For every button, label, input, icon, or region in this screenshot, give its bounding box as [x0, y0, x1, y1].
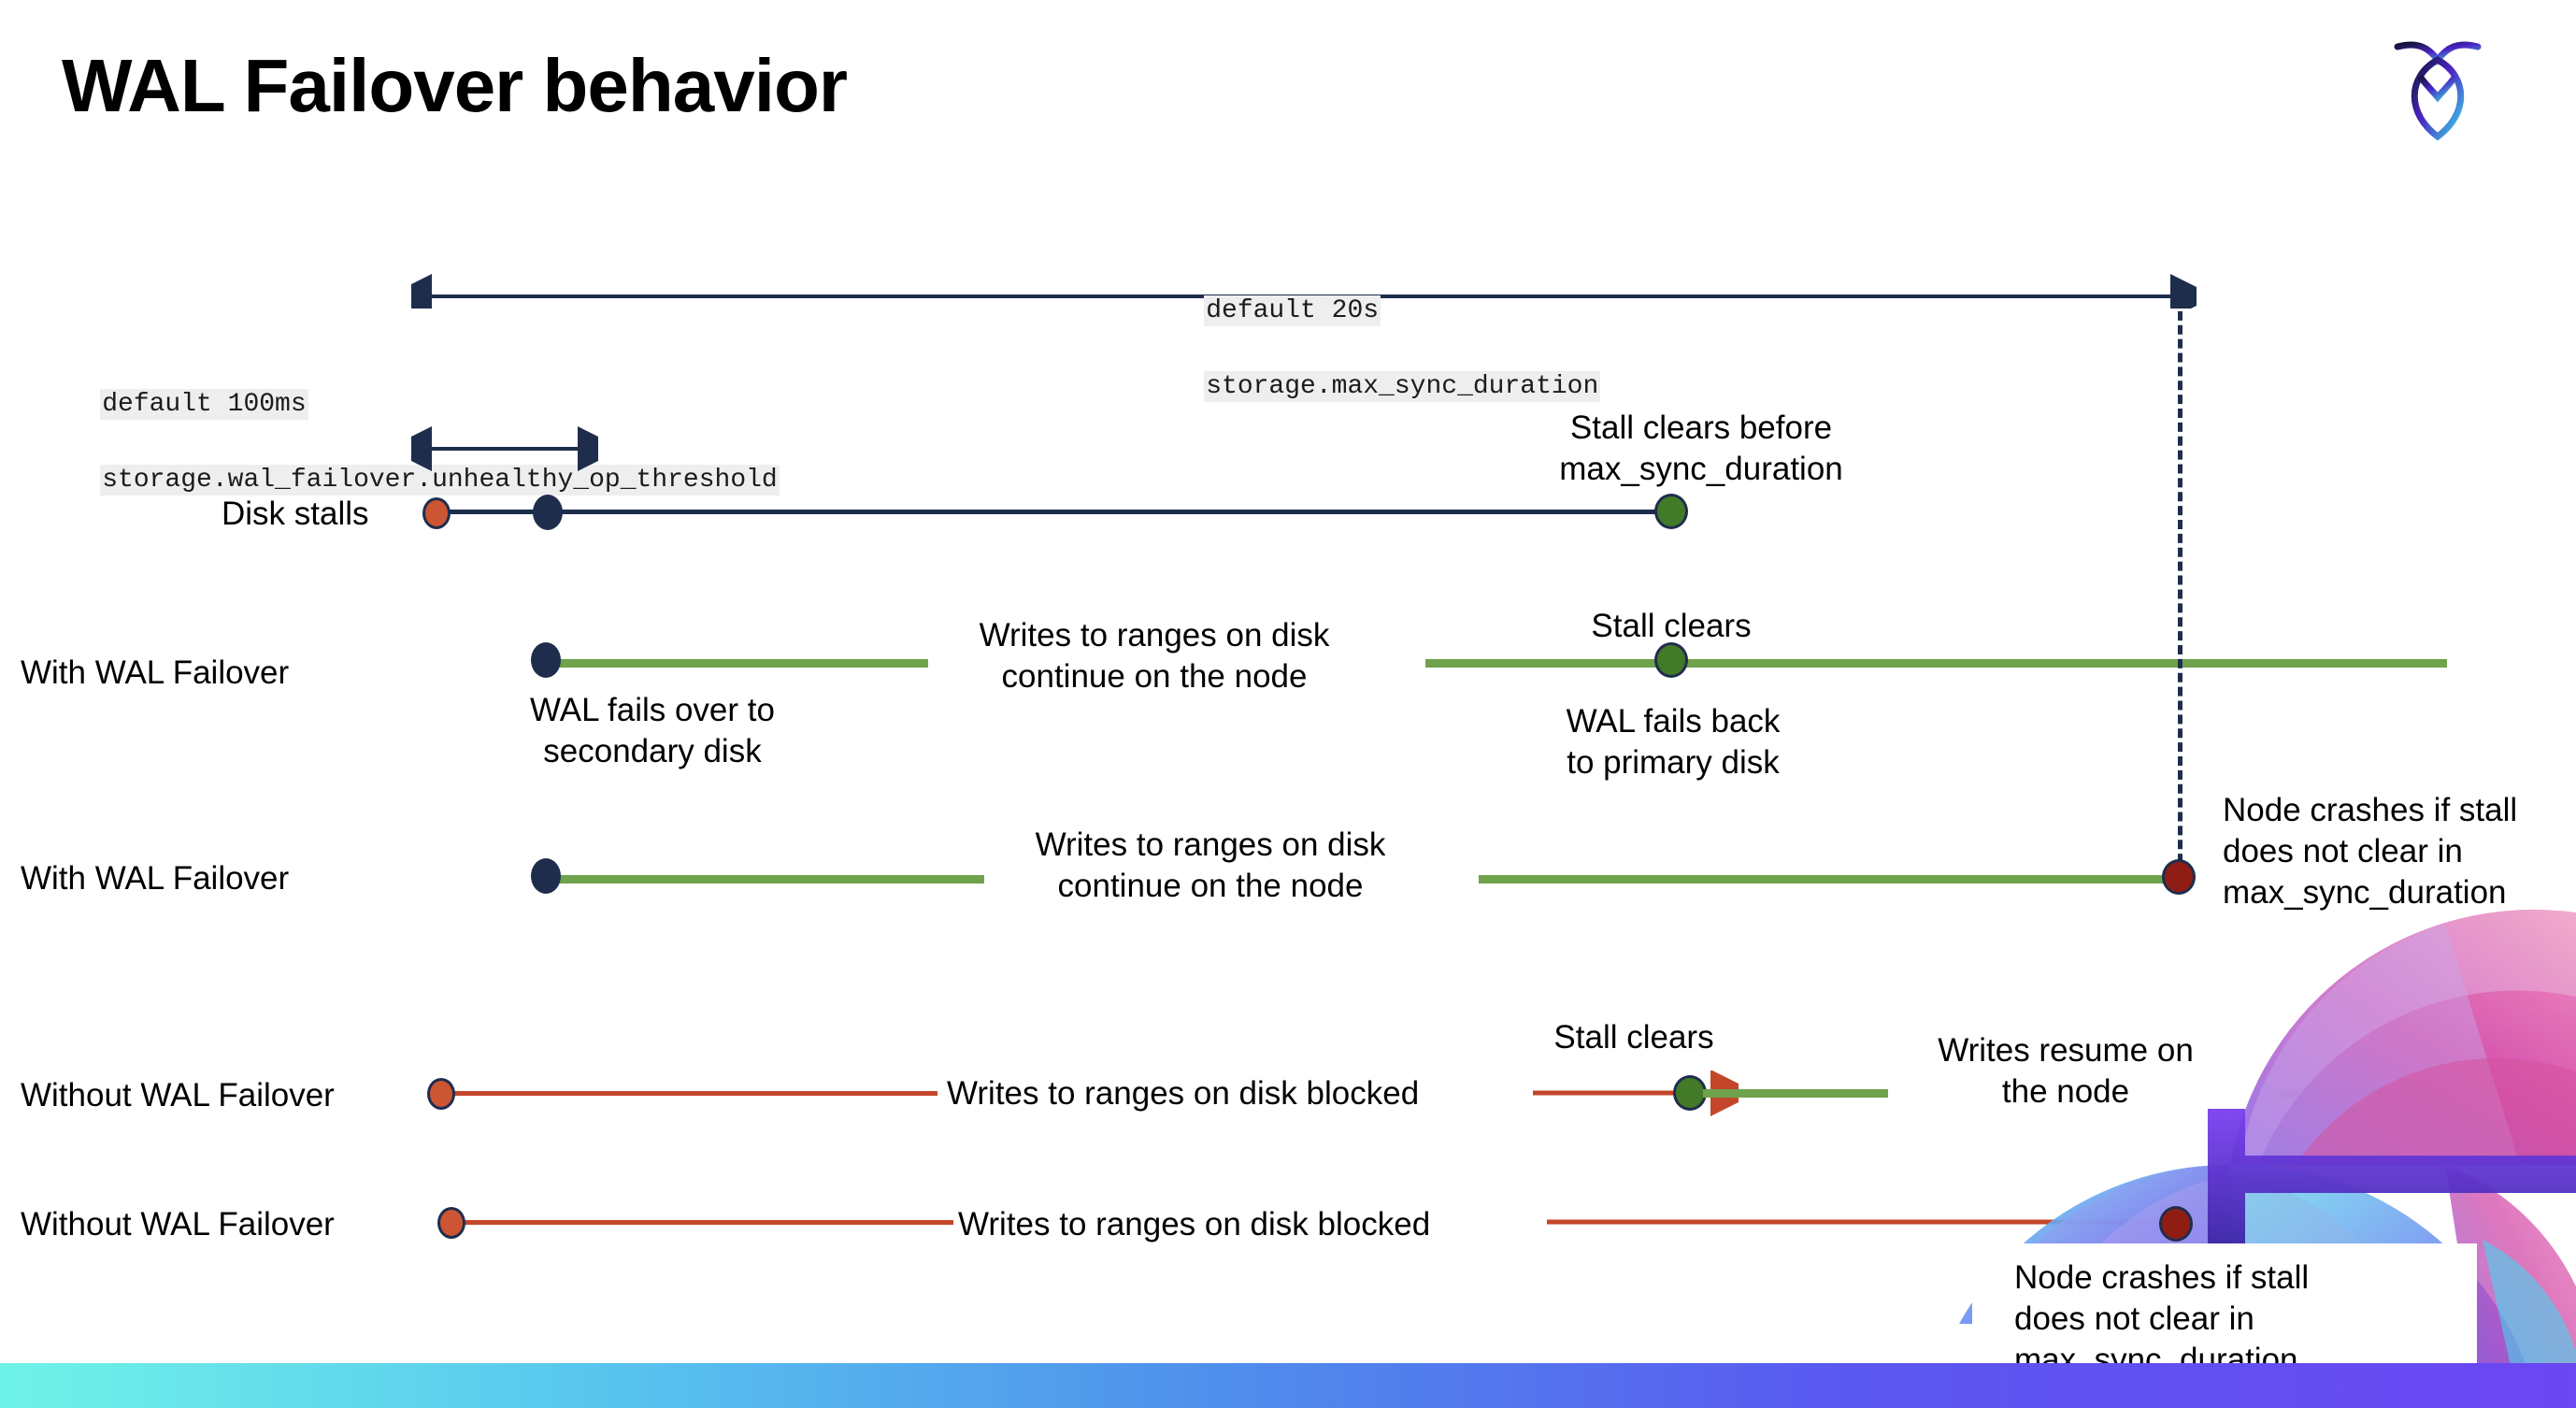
row5-orange-segment-left — [458, 1220, 953, 1225]
note-row5-writes-blocked: Writes to ranges on disk blocked — [958, 1206, 1431, 1243]
max-sync-default-text: default 20s — [1204, 295, 1381, 326]
cockroachdb-logo-icon — [2386, 28, 2489, 150]
row4-stall-clears-dot — [1673, 1075, 1707, 1111]
note-row2-stall-clears: Stall clears — [1591, 608, 1752, 644]
unhealthy-default-text: default 100ms — [100, 388, 308, 420]
disk-stall-timeline-line — [435, 510, 1668, 514]
row3-node-crash-dot — [2162, 859, 2196, 895]
max-sync-name-text: storage.max_sync_duration — [1204, 370, 1601, 402]
row5-stall-start-dot — [437, 1207, 465, 1239]
row-label-without-wal-failover-1: Without WAL Failover — [21, 1077, 335, 1113]
note-wal-fails-back-to-primary-disk: WAL fails back to primary disk — [1566, 703, 1781, 782]
row2-green-segment-right — [1425, 659, 2447, 668]
note-wal-fails-over-to-secondary-disk: WAL fails over to secondary disk — [530, 692, 775, 770]
row2-green-segment-left — [545, 659, 928, 668]
max-sync-duration-setting: default 20s storage.max_sync_duration — [1141, 254, 1601, 444]
note-writes-resume-on-the-node: Writes resume on the node — [1938, 1032, 2194, 1111]
note-row3-writes-continue-middle: Writes to ranges on disk continue on the… — [1035, 826, 1386, 905]
disk-stall-clears-dot — [1654, 494, 1688, 529]
wal-failover-trigger-dot — [533, 495, 563, 530]
row2-stall-clears-dot — [1654, 642, 1688, 678]
row-label-with-wal-failover-2: With WAL Failover — [21, 860, 290, 897]
row-label-without-wal-failover-2: Without WAL Failover — [21, 1206, 335, 1243]
row3-green-segment-left — [545, 875, 984, 884]
bottom-gradient-bar — [0, 1363, 2576, 1408]
page-title: WAL Failover behavior — [62, 44, 848, 127]
row4-orange-segment-left — [447, 1091, 937, 1096]
unhealthy-threshold-span-arrow — [411, 426, 598, 471]
row-label-with-wal-failover-1: With WAL Failover — [21, 654, 290, 691]
max-sync-duration-deadline-line — [2178, 297, 2182, 877]
note-row4-writes-blocked: Writes to ranges on disk blocked — [947, 1075, 1420, 1112]
note-row2-writes-continue: Writes to ranges on disk continue on the… — [979, 617, 1330, 696]
disk-stall-start-dot — [422, 497, 451, 529]
row3-failover-dot — [531, 858, 561, 894]
row2-failover-dot — [531, 642, 561, 678]
row4-stall-start-dot — [427, 1078, 455, 1110]
note-row5-node-crashes: Node crashes if stall does not clear in … — [2014, 1259, 2310, 1379]
row5-node-crash-dot — [2159, 1206, 2193, 1242]
row-label-disk-stalls: Disk stalls — [222, 496, 369, 532]
note-row3-writes-continue: Node crashes if stall does not clear in … — [2223, 792, 2518, 912]
row3-green-segment-right — [1479, 875, 2175, 884]
note-row4-stall-clears: Stall clears — [1553, 1019, 1714, 1056]
row4-green-segment-after-clear — [1703, 1089, 1888, 1098]
note-stall-clears-before-max-sync: Stall clears before max_sync_duration — [1559, 409, 1843, 488]
